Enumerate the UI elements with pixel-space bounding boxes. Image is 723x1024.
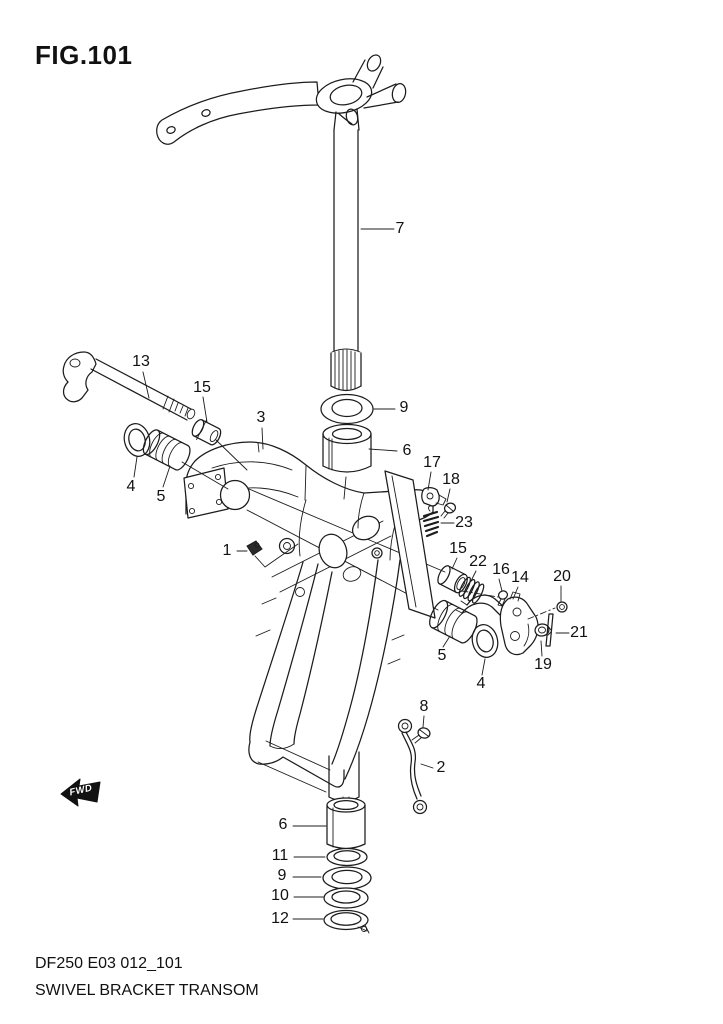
fwd-arrow-icon xyxy=(60,778,101,807)
callout-16: 16 xyxy=(492,561,510,578)
callout-10: 10 xyxy=(271,887,289,904)
bushing-lower xyxy=(326,796,366,850)
washer-left xyxy=(123,423,151,457)
clamp-ring-12 xyxy=(323,909,370,934)
bolt-8 xyxy=(411,727,431,744)
swivel-bracket-body xyxy=(183,441,446,802)
lever-bracket-14 xyxy=(499,591,539,656)
callout-6-top: 6 xyxy=(402,442,412,459)
callout-1: 1 xyxy=(222,542,232,559)
bolt-16 xyxy=(497,590,509,607)
thrust-bushing-right xyxy=(429,599,478,644)
bushing-15-left xyxy=(191,419,222,446)
callout-8: 8 xyxy=(419,698,429,715)
callout-3: 3 xyxy=(256,409,266,426)
thrust-bushing-left xyxy=(142,429,191,471)
spring-23 xyxy=(422,505,440,538)
callout-18: 18 xyxy=(442,471,460,488)
callout-20: 20 xyxy=(553,568,571,585)
callout-23: 23 xyxy=(455,514,473,531)
nut-19 xyxy=(534,623,552,637)
callout-17: 17 xyxy=(423,454,441,471)
callout-4-left: 4 xyxy=(126,478,136,495)
bolt-18 xyxy=(440,502,457,519)
figure-title: FIG.101 xyxy=(35,40,133,70)
callout-11: 11 xyxy=(271,847,289,864)
callout-14: 14 xyxy=(511,569,529,586)
washer-10 xyxy=(323,887,369,909)
figure-footer: DF250 E03 012_101 SWIVEL BRACKET TRANSOM xyxy=(35,950,259,1004)
ring-9-lower xyxy=(322,866,372,890)
callout-5-right: 5 xyxy=(437,647,447,664)
callout-9-top: 9 xyxy=(399,399,409,416)
figure-code: DF250 E03 012_101 xyxy=(35,955,183,972)
callout-2: 2 xyxy=(436,759,446,776)
nut-20 xyxy=(527,601,568,620)
callout-5-left: 5 xyxy=(156,488,166,505)
callout-7: 7 xyxy=(395,220,405,237)
callout-9-bottom: 9 xyxy=(277,867,287,884)
clamp-plate-17 xyxy=(421,487,447,507)
leader-lines xyxy=(133,228,570,920)
ground-wire xyxy=(397,718,428,815)
tilt-rod xyxy=(62,351,196,421)
figure-name: SWIVEL BRACKET TRANSOM xyxy=(35,982,259,999)
spring-22 xyxy=(458,576,485,604)
callout-21: 21 xyxy=(570,624,588,641)
steering-arm xyxy=(156,54,407,145)
grease-fitting xyxy=(246,540,299,568)
callout-15-right: 15 xyxy=(449,540,467,557)
callout-6-bottom: 6 xyxy=(278,816,288,833)
callout-15-left: 15 xyxy=(193,379,211,396)
callout-19: 19 xyxy=(534,656,552,673)
washer-11 xyxy=(326,847,368,867)
spacer-ring-upper xyxy=(320,393,374,425)
callout-4-right: 4 xyxy=(476,675,486,692)
callout-12: 12 xyxy=(271,910,289,927)
callout-13: 13 xyxy=(132,353,150,370)
swivel-shaft xyxy=(330,129,362,392)
bushing-upper xyxy=(322,423,372,500)
callout-22: 22 xyxy=(469,553,487,570)
washer-right xyxy=(471,624,499,658)
bushing-15-right xyxy=(437,565,468,594)
pin-21 xyxy=(545,613,554,647)
